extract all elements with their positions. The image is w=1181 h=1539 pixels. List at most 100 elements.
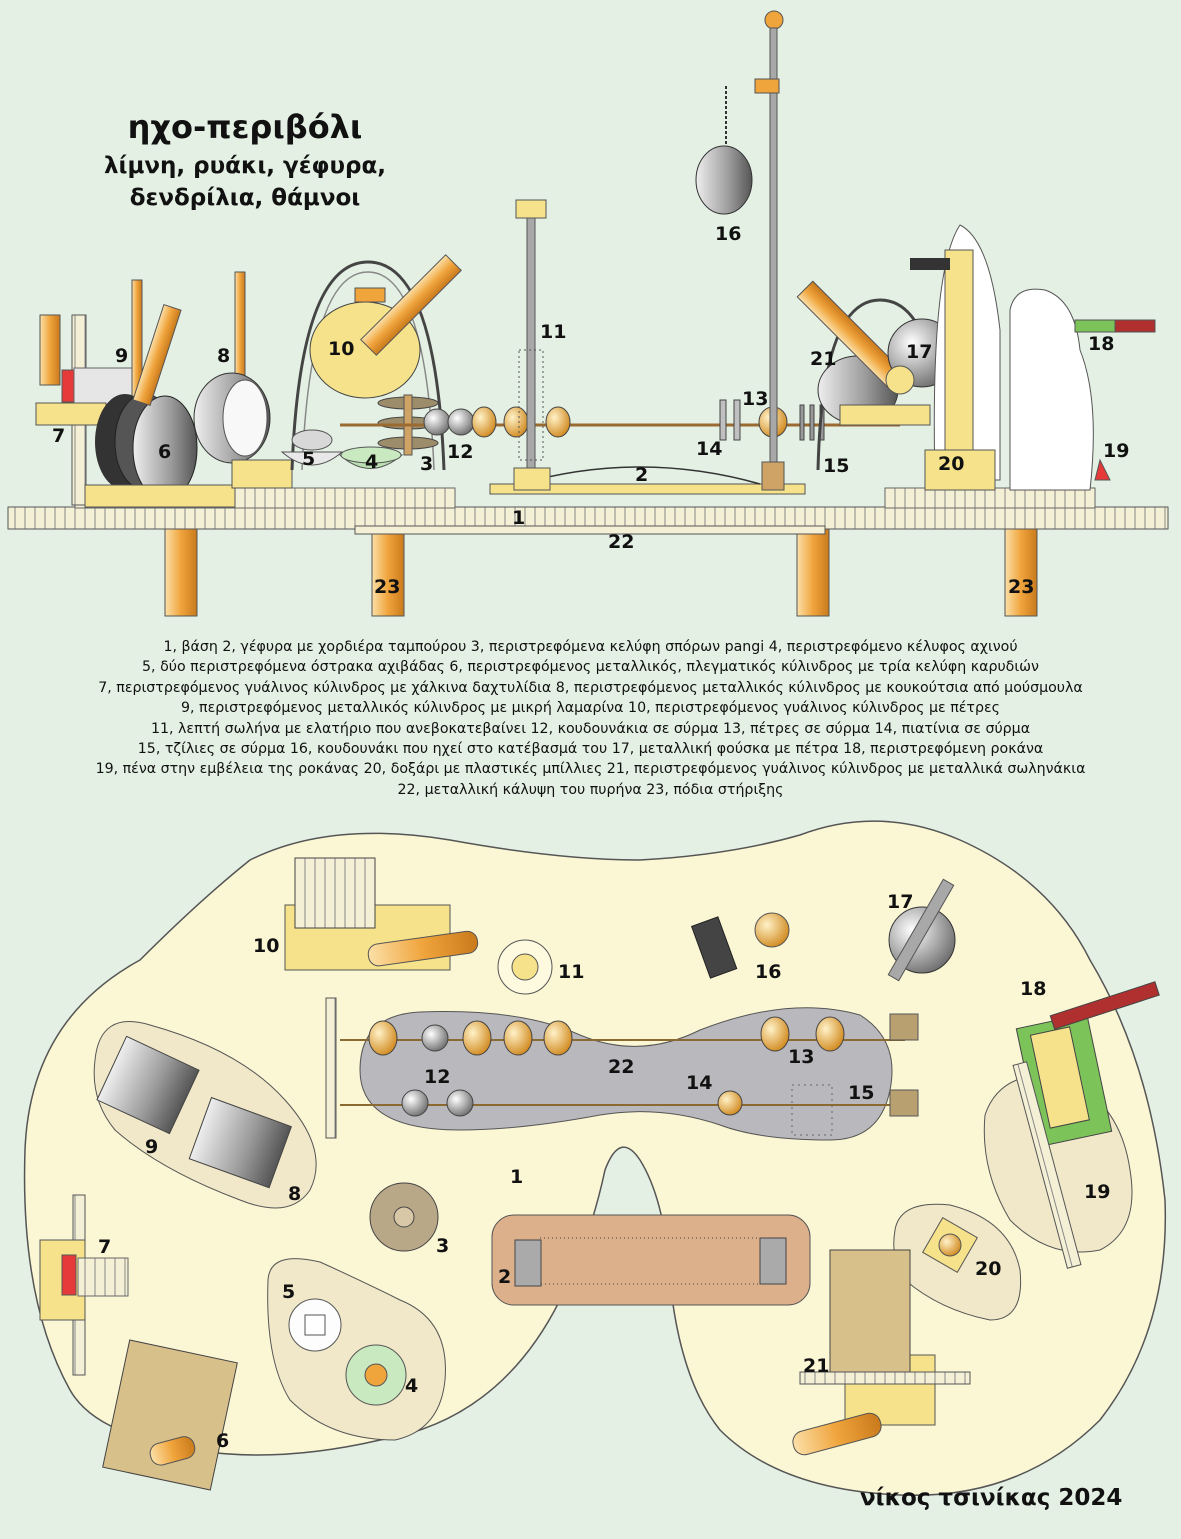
plan-inst18-handle — [1049, 981, 1160, 1030]
inst7-red — [61, 369, 75, 403]
jingle-1 — [799, 404, 805, 441]
inst10-arch-inner — [301, 271, 435, 471]
inst16-bell — [695, 145, 753, 215]
page-title: ηχο-περιβόλι — [127, 108, 363, 146]
side-label-23b: 23 — [1008, 576, 1034, 598]
side-label-9: 9 — [115, 345, 128, 367]
inst10-stick — [360, 254, 462, 356]
plan-label-22: 22 — [608, 1056, 634, 1078]
plan-bell-1 — [421, 1024, 449, 1052]
plan-inst16-bell — [754, 912, 790, 948]
side-label-19: 19 — [1103, 440, 1129, 462]
plan-stone-2 — [462, 1020, 492, 1056]
legend: 1, βάση 2, γέφυρα με χορδιέρα ταμπούρου … — [0, 637, 1181, 800]
plan-inst19-gear — [1012, 1061, 1082, 1269]
side-label-16: 16 — [715, 223, 741, 245]
legend-line-8: 22, μεταλλική κάλυψη του πυρήνα 23, πόδι… — [397, 781, 784, 798]
jingle-2 — [809, 404, 815, 441]
inst16-pole — [769, 27, 778, 491]
cymbal-1 — [719, 399, 727, 441]
plan-stone-5 — [760, 1016, 790, 1052]
plan-inst18-yellow — [1029, 1026, 1090, 1129]
plan-label-1: 1 — [510, 1166, 523, 1188]
side-label-20: 20 — [938, 453, 964, 475]
page-subtitle: λίμνη, ρυάκι, γέφυρα, δενδρίλια, θάμνοι — [40, 150, 450, 214]
plan-bell-3 — [446, 1089, 474, 1117]
plan-inst21-stick — [792, 1412, 882, 1456]
core-cover — [354, 525, 826, 535]
inst11-spring — [518, 349, 544, 461]
plan-label-9: 9 — [145, 1136, 158, 1158]
side-label-8: 8 — [217, 345, 230, 367]
plan-inst21-drum — [829, 1249, 911, 1381]
plan-stone-6 — [815, 1016, 845, 1052]
plan-inst11-inner — [511, 953, 539, 981]
side-label-14: 14 — [696, 438, 722, 460]
inst7-post — [39, 314, 61, 386]
inst11-tube — [526, 217, 536, 469]
inst20-base — [924, 449, 996, 491]
side-labels: 1 2 3 4 5 6 7 8 9 10 11 12 13 14 15 16 1… — [52, 223, 1129, 598]
inst20-post — [944, 249, 974, 451]
inst8-base — [231, 459, 293, 489]
side-label-11: 11 — [540, 321, 566, 343]
plan-label-12: 12 — [424, 1066, 450, 1088]
plan-inst7-red — [61, 1254, 77, 1296]
plan-label-4: 4 — [405, 1375, 418, 1397]
plan-inst7-glass — [77, 1257, 129, 1297]
plan-label-20: 20 — [975, 1258, 1001, 1280]
inst11-base — [513, 467, 551, 491]
inst16-arm — [754, 78, 780, 94]
inst21-base — [839, 404, 931, 426]
inst16-base — [761, 461, 785, 491]
bridge-plank — [489, 483, 806, 495]
plan-label-5: 5 — [282, 1281, 295, 1303]
inst11-cap — [515, 199, 547, 219]
plan-stone-1 — [368, 1020, 398, 1056]
side-label-2: 2 — [635, 464, 648, 486]
plan-inst9 — [96, 1035, 200, 1135]
inst5-top — [291, 429, 333, 451]
bell-1 — [423, 408, 451, 436]
plan-inst4-inner — [364, 1363, 388, 1387]
plan-inst21-bar — [799, 1371, 971, 1385]
plan-label-2: 2 — [498, 1266, 511, 1288]
plan-bridge-end-right — [759, 1237, 787, 1285]
legend-line-6: 15, τζίλιες σε σύρμα 16, κουδουνάκι που … — [137, 741, 1044, 758]
plan-inst17-shaft — [887, 878, 955, 982]
plan-stone-4 — [543, 1020, 573, 1056]
inst8-drum-face — [222, 379, 268, 457]
inst18-handle-green — [1074, 319, 1116, 333]
inst18-handle-red — [1114, 319, 1156, 333]
cymbal-2 — [733, 399, 741, 441]
plan-label-8: 8 — [288, 1183, 301, 1205]
plan-label-18: 18 — [1020, 978, 1046, 1000]
base-strip-right — [884, 487, 1096, 509]
leg-4 — [1004, 527, 1038, 617]
stone-2 — [503, 406, 529, 438]
inst10-arch — [290, 260, 446, 471]
inst6-base — [84, 484, 236, 508]
plan-label-3: 3 — [436, 1235, 449, 1257]
side-view — [7, 10, 1169, 617]
side-label-3: 3 — [420, 453, 433, 475]
plan-bridge-end-left — [514, 1239, 542, 1287]
inst4-top — [340, 446, 402, 464]
plan-label-6: 6 — [216, 1430, 229, 1452]
plan-inst5-inner — [304, 1314, 326, 1336]
side-label-5: 5 — [302, 448, 315, 470]
side-label-17: 17 — [906, 341, 932, 363]
plan-gear-left — [325, 997, 337, 1139]
legend-line-4: 9, περιστρεφόμενος μεταλλικός κύλινδρος … — [181, 700, 1000, 717]
leg-3 — [796, 527, 830, 617]
plan-inst6 — [102, 1339, 238, 1491]
plan-inst3-inner — [393, 1206, 415, 1228]
legend-line-5: 11, λεπτή σωλήνα με ελατήριο που ανεβοκα… — [150, 720, 1031, 737]
side-label-10: 10 — [328, 338, 354, 360]
plan-end-2 — [889, 1089, 919, 1117]
plan-inst10-drum — [294, 857, 376, 929]
inst7-block — [35, 402, 107, 426]
side-label-23a: 23 — [374, 576, 400, 598]
side-label-6: 6 — [158, 441, 171, 463]
plan-label-19: 19 — [1084, 1181, 1110, 1203]
